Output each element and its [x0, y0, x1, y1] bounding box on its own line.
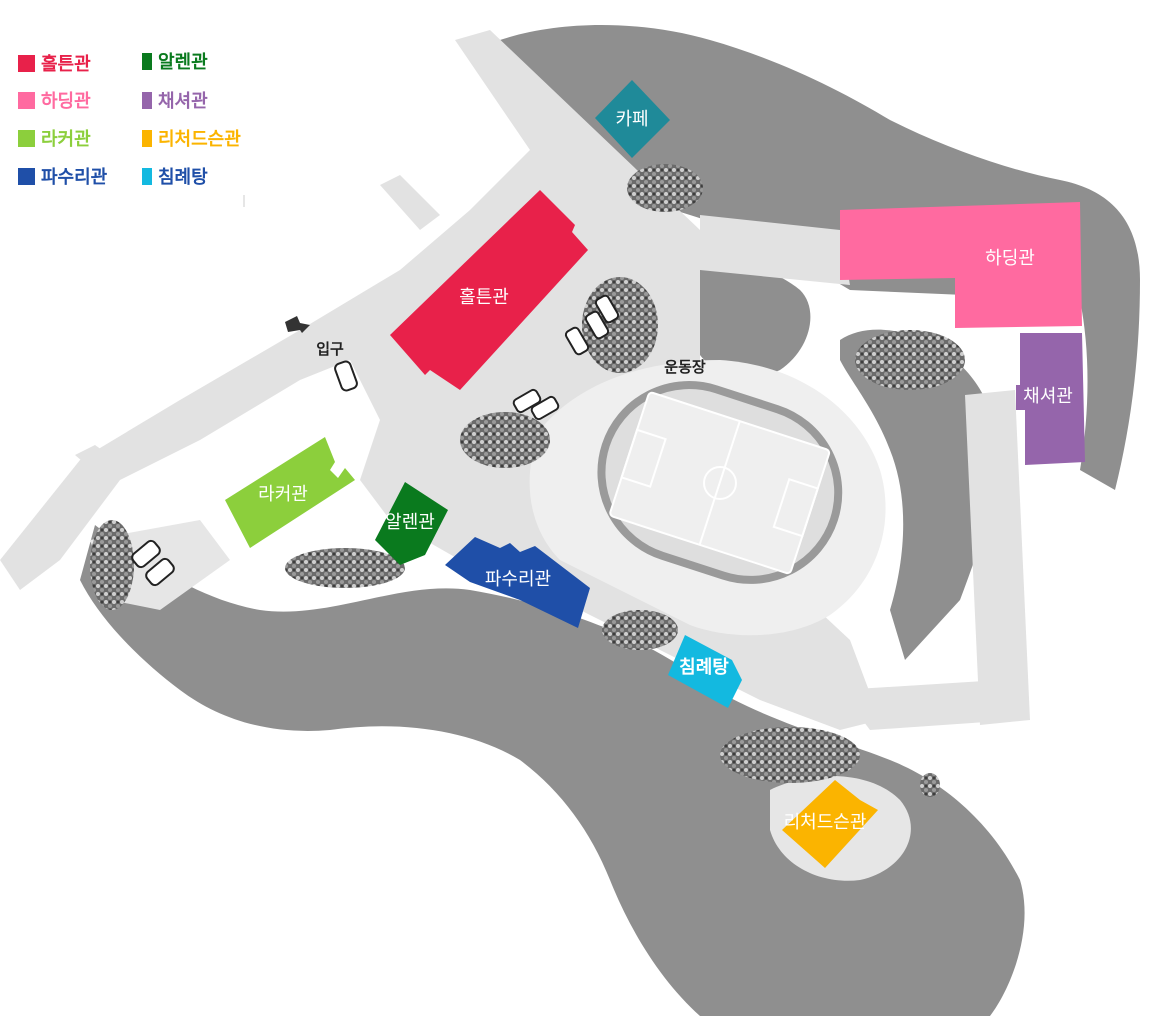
building-baptistery-shape[interactable]	[668, 635, 742, 708]
road-west-branch	[75, 445, 130, 485]
legend-label-holton: 홀튼관	[41, 54, 91, 75]
stadium-halfway-line	[698, 420, 741, 546]
entrance-label: 입구	[316, 340, 344, 358]
legend-label-pasuri: 파수리관	[41, 167, 108, 188]
building-baptistery[interactable]: 침례탕	[668, 635, 742, 708]
building-holton-label: 홀튼관	[459, 287, 509, 308]
car-west-1	[131, 539, 161, 569]
terrain-south	[80, 525, 1025, 1016]
road-north-branch	[380, 175, 440, 230]
building-chesser[interactable]: 채셔관	[1016, 333, 1085, 465]
car-lot-3	[594, 294, 620, 324]
building-holton-shape[interactable]	[390, 190, 588, 390]
legend-item-chesser[interactable]: 채셔관	[142, 87, 208, 113]
legend-swatch-allen	[142, 52, 152, 70]
building-richardson-shape[interactable]	[782, 780, 878, 868]
terrain-center	[683, 262, 811, 378]
legend-swatch-chesser	[142, 91, 152, 109]
building-cafe-label: 카페	[615, 109, 648, 130]
tree-cluster-west	[90, 520, 134, 610]
legend-label-richardson: 리처드슨관	[158, 129, 241, 150]
building-cafe[interactable]: 카페	[595, 80, 670, 158]
road-east-vertical	[965, 390, 1030, 725]
building-pasuri-label: 파수리관	[485, 569, 551, 590]
tree-cluster-south	[720, 727, 860, 783]
legend-item-harding[interactable]: 하딩관	[18, 87, 91, 113]
cars	[131, 294, 620, 587]
buildings: 홀튼관 하딩관 채셔관 라커관 알렌관 파수리관 침례탕 리처드슨관	[225, 80, 1085, 868]
stadium-center-circle	[703, 466, 737, 500]
legend-label-baptistery: 침례탕	[158, 167, 208, 188]
map-labels: 입구 운동장	[285, 316, 706, 376]
building-holton[interactable]: 홀튼관	[390, 190, 588, 390]
legend-swatch-baptistery	[142, 167, 152, 185]
entrance-arrow-icon	[285, 316, 310, 333]
building-richardson-label: 리처드슨관	[784, 812, 867, 833]
legend-item-baptistery[interactable]: 침례탕	[142, 163, 208, 189]
car-lot-5	[530, 395, 560, 421]
car-lot-4	[512, 388, 542, 414]
building-chesser-shape[interactable]	[1016, 333, 1085, 465]
car-lot-2	[584, 310, 610, 340]
building-harding[interactable]: 하딩관	[840, 202, 1082, 328]
building-allen-label: 알렌관	[385, 512, 435, 533]
tree-cluster-east	[855, 330, 965, 390]
road-east-loop	[700, 215, 850, 285]
tree-cluster-central	[460, 412, 550, 468]
building-rocker[interactable]: 라커관	[225, 437, 355, 548]
legend-item-richardson[interactable]: 리처드슨관	[142, 125, 241, 151]
legend: 홀튼관 알렌관 하딩관 채셔관 라커관 리처드슨관 파수리관 침례탕	[18, 42, 278, 202]
legend-item-allen[interactable]: 알렌관	[142, 48, 208, 74]
building-chesser-label: 채셔관	[1023, 386, 1073, 407]
building-richardson[interactable]: 리처드슨관	[782, 780, 878, 868]
road-lower-east	[840, 680, 1015, 730]
building-harding-label: 하딩관	[985, 248, 1035, 269]
building-cafe-shape[interactable]	[595, 80, 670, 158]
terrain-east	[840, 329, 997, 660]
car-lot-1	[564, 326, 590, 356]
tree-cluster-cafe	[627, 164, 703, 212]
legend-label-rocker: 라커관	[41, 129, 91, 150]
building-harding-shape[interactable]	[840, 202, 1082, 328]
building-rocker-label: 라커관	[258, 484, 308, 505]
building-baptistery-label: 침례탕	[679, 657, 729, 678]
legend-swatch-pasuri	[18, 167, 35, 185]
car-west-2	[145, 557, 175, 587]
stadium-box-right	[772, 478, 820, 538]
legend-swatch-richardson	[142, 129, 152, 147]
stadium-label: 운동장	[664, 358, 706, 376]
legend-swatch-harding	[18, 91, 35, 109]
legend-swatch-rocker	[18, 129, 35, 147]
stadium	[597, 381, 843, 584]
building-rocker-shape[interactable]	[225, 437, 355, 548]
building-allen[interactable]: 알렌관	[375, 482, 448, 565]
tree-cluster-allen	[285, 548, 405, 588]
building-pasuri-shape[interactable]	[445, 537, 590, 628]
tree-cluster-richardson	[920, 773, 940, 797]
stadium-box-left	[620, 428, 667, 488]
legend-label-allen: 알렌관	[158, 52, 208, 73]
building-allen-shape[interactable]	[375, 482, 448, 565]
legend-swatch-holton	[18, 54, 35, 72]
tree-cluster-baptistery	[602, 610, 678, 650]
building-pasuri[interactable]: 파수리관	[445, 537, 590, 628]
legend-item-rocker[interactable]: 라커관	[18, 125, 91, 151]
car-entrance	[334, 360, 358, 392]
legend-label-harding: 하딩관	[41, 91, 91, 112]
legend-item-holton[interactable]: 홀튼관	[18, 50, 91, 76]
legend-label-chesser: 채셔관	[158, 91, 208, 112]
legend-item-pasuri[interactable]: 파수리관	[18, 163, 107, 189]
